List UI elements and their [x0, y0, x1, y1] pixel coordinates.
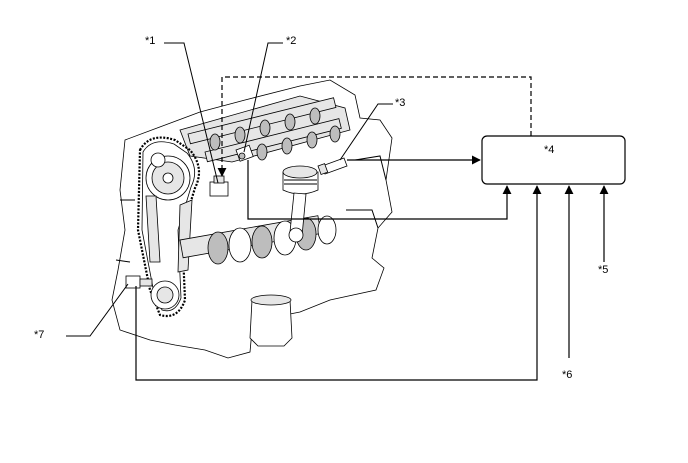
camshaft-sprocket	[145, 152, 191, 201]
sensor-7	[125, 275, 153, 289]
timing-chain	[136, 136, 201, 318]
signal-line-2	[247, 160, 512, 220]
dashed-control-line	[217, 76, 532, 177]
callout-2: *2	[286, 35, 297, 47]
engine-illustration	[111, 79, 393, 359]
callout-6: *6	[562, 369, 573, 381]
wiring	[135, 76, 609, 381]
callout-3: *3	[395, 97, 406, 109]
sensor-2	[235, 144, 254, 162]
callout-7: *7	[34, 329, 45, 341]
signal-line-7	[135, 185, 542, 381]
leader-lines	[66, 42, 393, 337]
crankshaft-sprocket	[150, 280, 180, 310]
piston	[282, 165, 319, 243]
callout-5: *5	[598, 264, 609, 276]
ecu-box	[481, 135, 626, 185]
sensor-3	[317, 157, 348, 175]
callout-1: *1	[145, 35, 156, 47]
callout-4: *4	[544, 144, 555, 156]
